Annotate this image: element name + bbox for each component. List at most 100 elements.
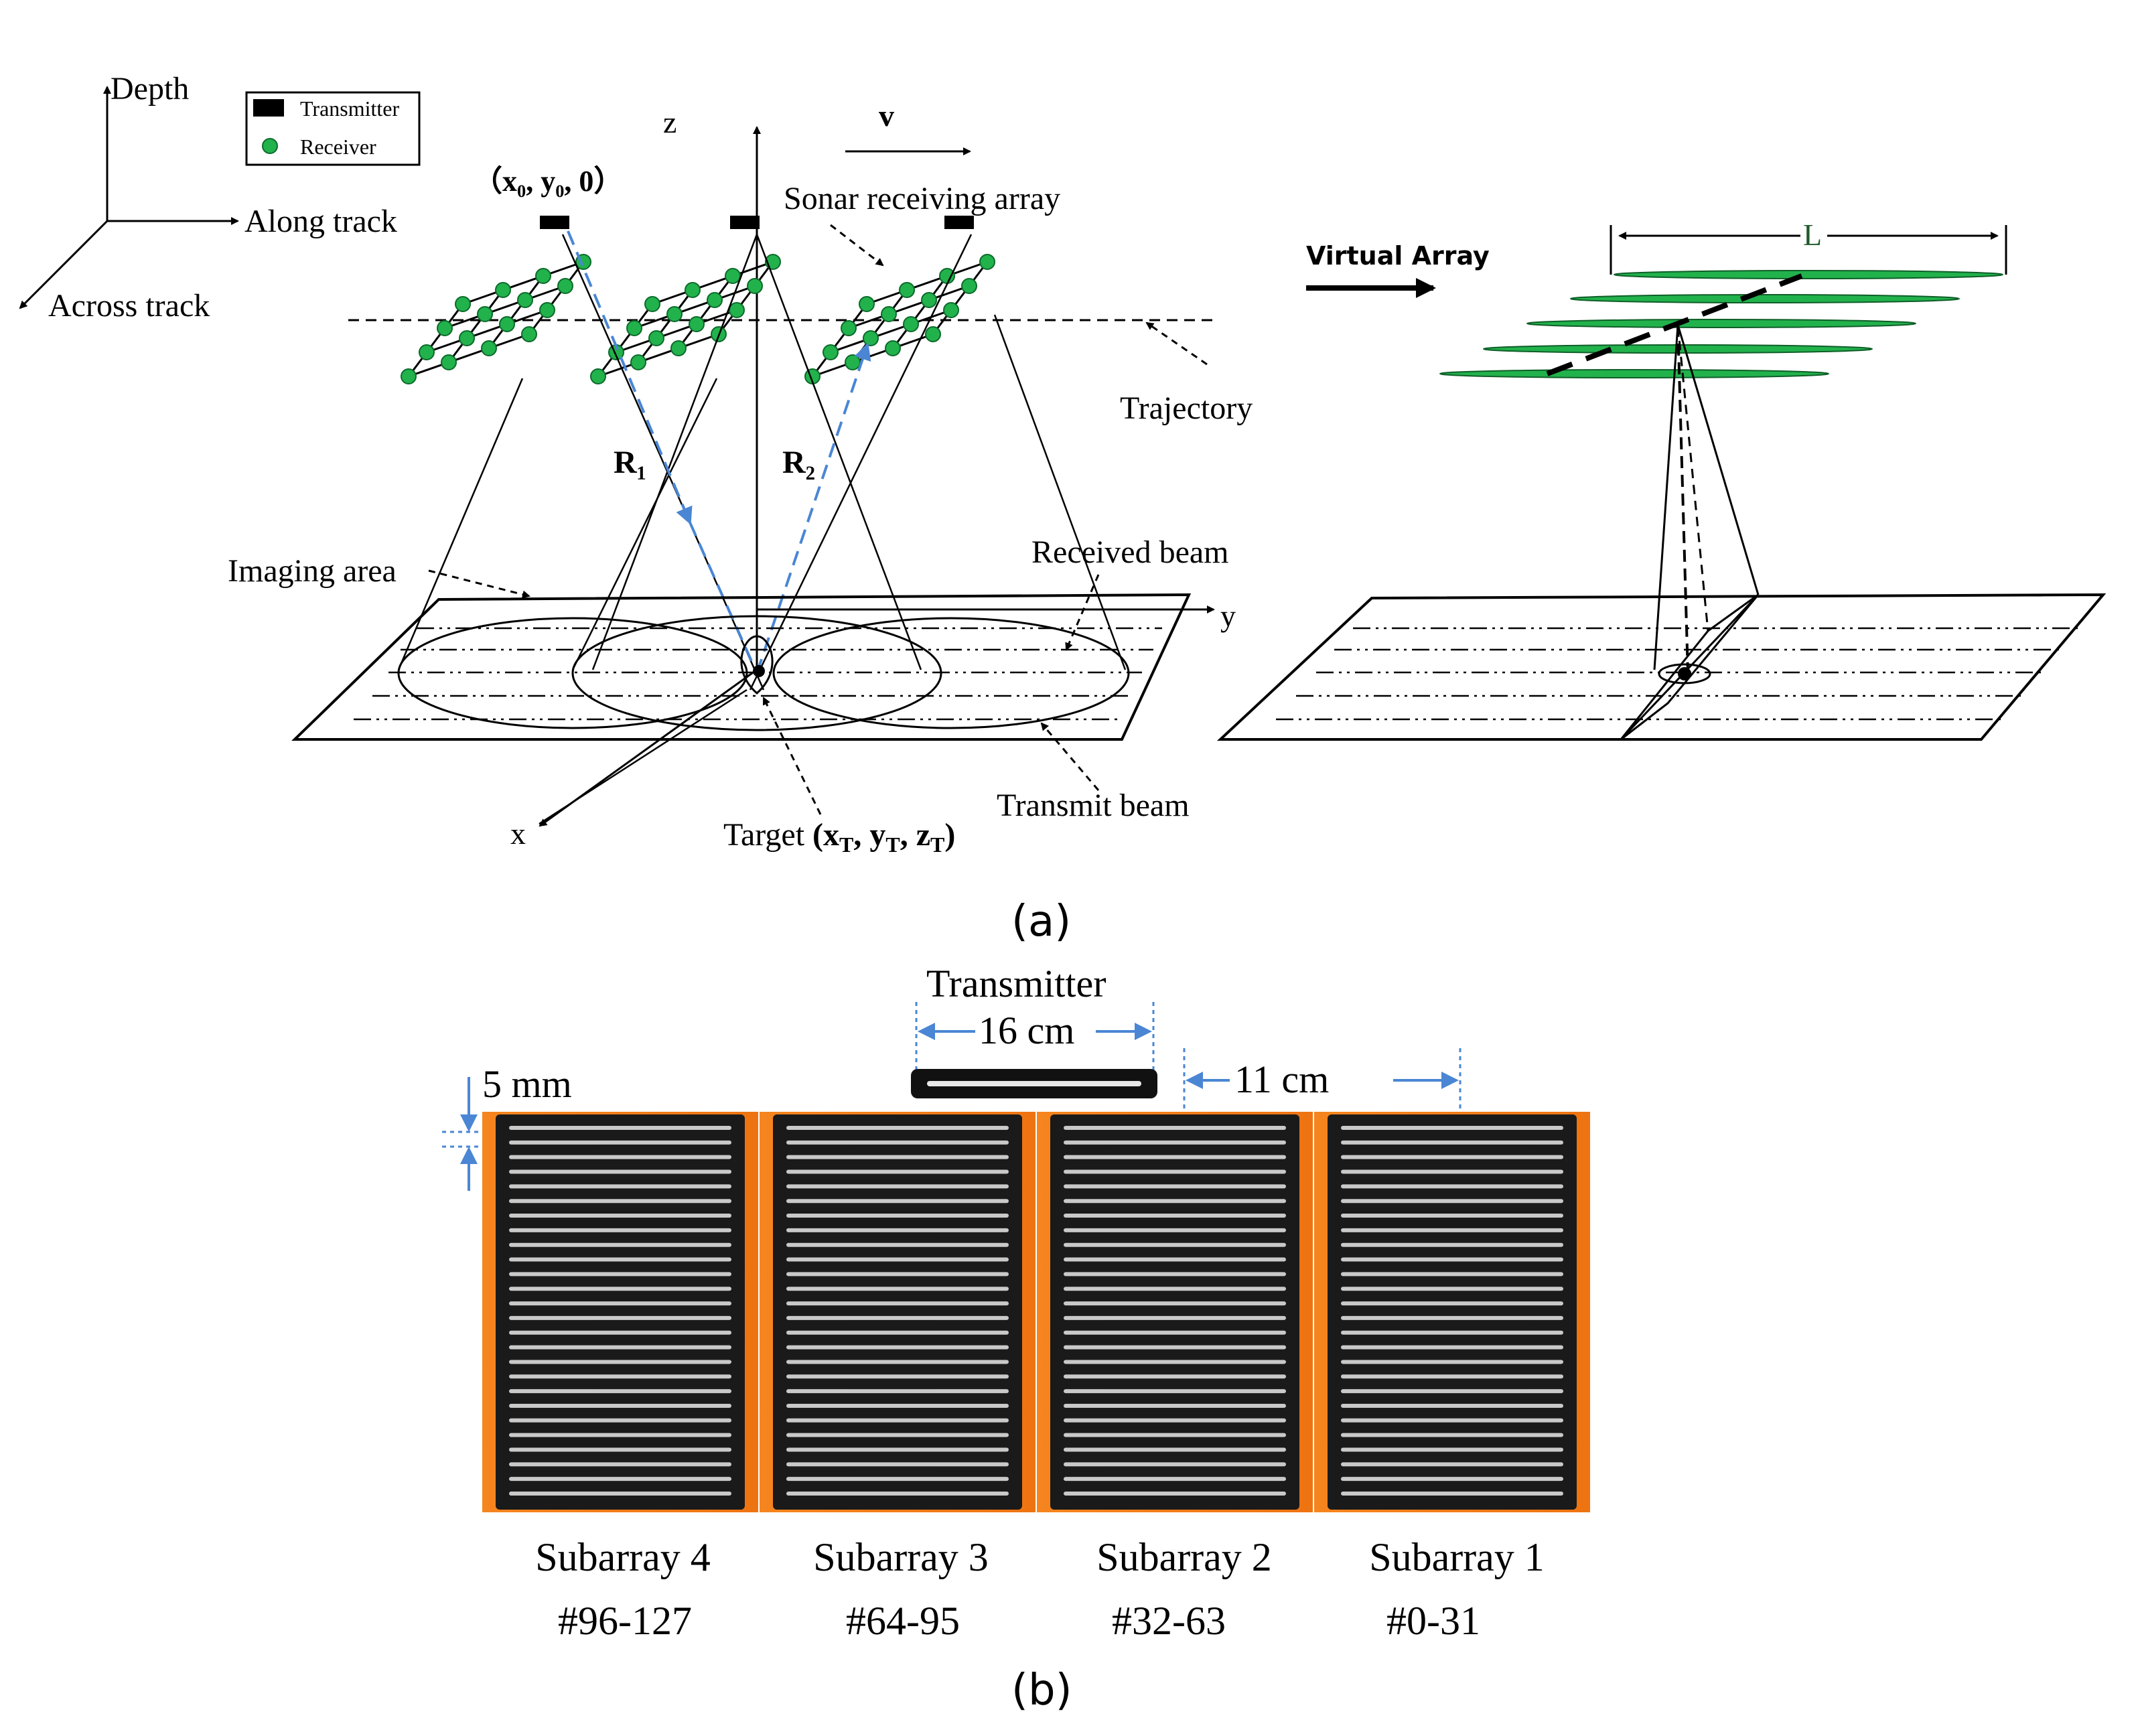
array-element-stripe (509, 1330, 731, 1335)
array-element-stripe (509, 1184, 731, 1189)
z-label: z (663, 105, 676, 139)
target-leader (762, 697, 822, 815)
receiver-element (925, 326, 941, 342)
array-element-stripe (1341, 1447, 1563, 1452)
receiver-element (685, 282, 701, 298)
array-element-stripe (509, 1169, 731, 1174)
array-element-stripe (786, 1374, 1009, 1379)
array-element-stripe (1064, 1126, 1286, 1130)
array-element-stripe (786, 1403, 1009, 1408)
array-element-stripe (786, 1301, 1009, 1306)
array-element-stripe (1341, 1433, 1563, 1437)
array-element-stripe (1341, 1374, 1563, 1379)
transmit-beam-label: Transmit beam (997, 788, 1190, 823)
x-label: x (510, 816, 526, 851)
transmitter-label: Transmitter (926, 962, 1107, 1005)
array-element-stripe (509, 1199, 731, 1204)
array-column-line (717, 261, 774, 335)
array-element-stripe (1064, 1462, 1286, 1467)
array-element-stripe (1341, 1242, 1563, 1247)
array-column-line (407, 303, 464, 377)
caption-a: (a) (1011, 897, 1071, 946)
receiver-element (648, 330, 664, 346)
array-element-stripe (1341, 1360, 1563, 1364)
subarray-3-range: #64-95 (846, 1599, 960, 1643)
array-row-line (848, 285, 970, 330)
array-element-stripe (509, 1477, 731, 1481)
receiver-element (666, 306, 683, 322)
receiver-element (859, 296, 875, 312)
array-column-line (811, 303, 868, 377)
virtual-target (1678, 667, 1691, 680)
array-element-stripe (786, 1155, 1009, 1159)
array-column-line (528, 261, 585, 335)
transmitter-block (540, 216, 569, 229)
array-row-line (597, 333, 719, 378)
array-element-stripe (1064, 1155, 1286, 1159)
subarray-body (496, 1114, 745, 1510)
subarray-1-range: #0-31 (1386, 1599, 1480, 1643)
array-element-stripe (1064, 1389, 1286, 1394)
target-word: Target (723, 817, 805, 853)
receiver-element (626, 320, 642, 336)
array-row-line (444, 285, 566, 330)
receiver-element (903, 316, 919, 332)
array-element-stripe (509, 1214, 731, 1218)
sonar-array-label: Sonar receiving array (784, 181, 1060, 216)
array-element-stripe (1064, 1199, 1286, 1204)
array-element-stripe (786, 1228, 1009, 1232)
receiver-element (823, 344, 839, 360)
receiving-array-1 (401, 216, 591, 384)
transmitter-block (730, 216, 760, 229)
receiver-element (419, 344, 435, 360)
array-element-stripe (786, 1242, 1009, 1247)
subarray-labels: Subarray 4 #96-127 Subarray 3 #64-95 Sub… (535, 1535, 1545, 1643)
legend-receiver: Receiver (300, 135, 376, 159)
receiver-element (979, 254, 995, 270)
array-element-stripe (786, 1199, 1009, 1204)
receiver-element (644, 296, 660, 312)
array-element-stripe (1341, 1272, 1563, 1277)
receiver-element (517, 292, 533, 308)
received-beam-label: Received beam (1031, 534, 1229, 570)
panel-a: Depth Along track Across track Transmitt… (19, 71, 2107, 946)
receiver-element (961, 278, 977, 294)
array-element-stripe (1064, 1374, 1286, 1379)
array-element-stripe (1341, 1301, 1563, 1306)
legend-transmitter: Transmitter (300, 96, 400, 121)
array-column-line (932, 261, 989, 335)
array-element-stripe (1064, 1345, 1286, 1350)
array-element-stripe (1341, 1345, 1563, 1350)
array-element-stripe (1341, 1140, 1563, 1145)
array-element-stripe (509, 1242, 731, 1247)
array-element-stripe (1341, 1214, 1563, 1218)
r2-label: R₂ (782, 445, 815, 480)
array-element-stripe (509, 1301, 731, 1306)
array-element-stripe (1064, 1315, 1286, 1320)
receiver-element (747, 278, 763, 294)
receiver-element (499, 316, 515, 332)
sonar-array-leader (830, 224, 884, 267)
array-element-stripe (1341, 1184, 1563, 1189)
receiver-element (401, 368, 417, 384)
array-element-stripe (1341, 1155, 1563, 1159)
array-element-stripe (1064, 1140, 1286, 1145)
array-element-stripe (786, 1214, 1009, 1218)
receiver-element (943, 302, 959, 318)
array-element-stripe (509, 1418, 731, 1423)
array-element-stripe (786, 1126, 1009, 1130)
subarray-body (1050, 1114, 1299, 1510)
array-element-stripe (1064, 1272, 1286, 1277)
array-row-line (652, 261, 774, 305)
array-row-line (462, 261, 584, 305)
array-element-stripe (1341, 1477, 1563, 1481)
array-row-line (426, 309, 548, 354)
array-element-stripe (1064, 1403, 1286, 1408)
thickness-label: 5 mm (482, 1062, 572, 1106)
array-row-line (812, 333, 934, 378)
array-element-stripe (1341, 1169, 1563, 1174)
array-element-stripe (786, 1272, 1009, 1277)
receiver-element (521, 326, 537, 342)
transmitter-bar-element (927, 1081, 1141, 1086)
